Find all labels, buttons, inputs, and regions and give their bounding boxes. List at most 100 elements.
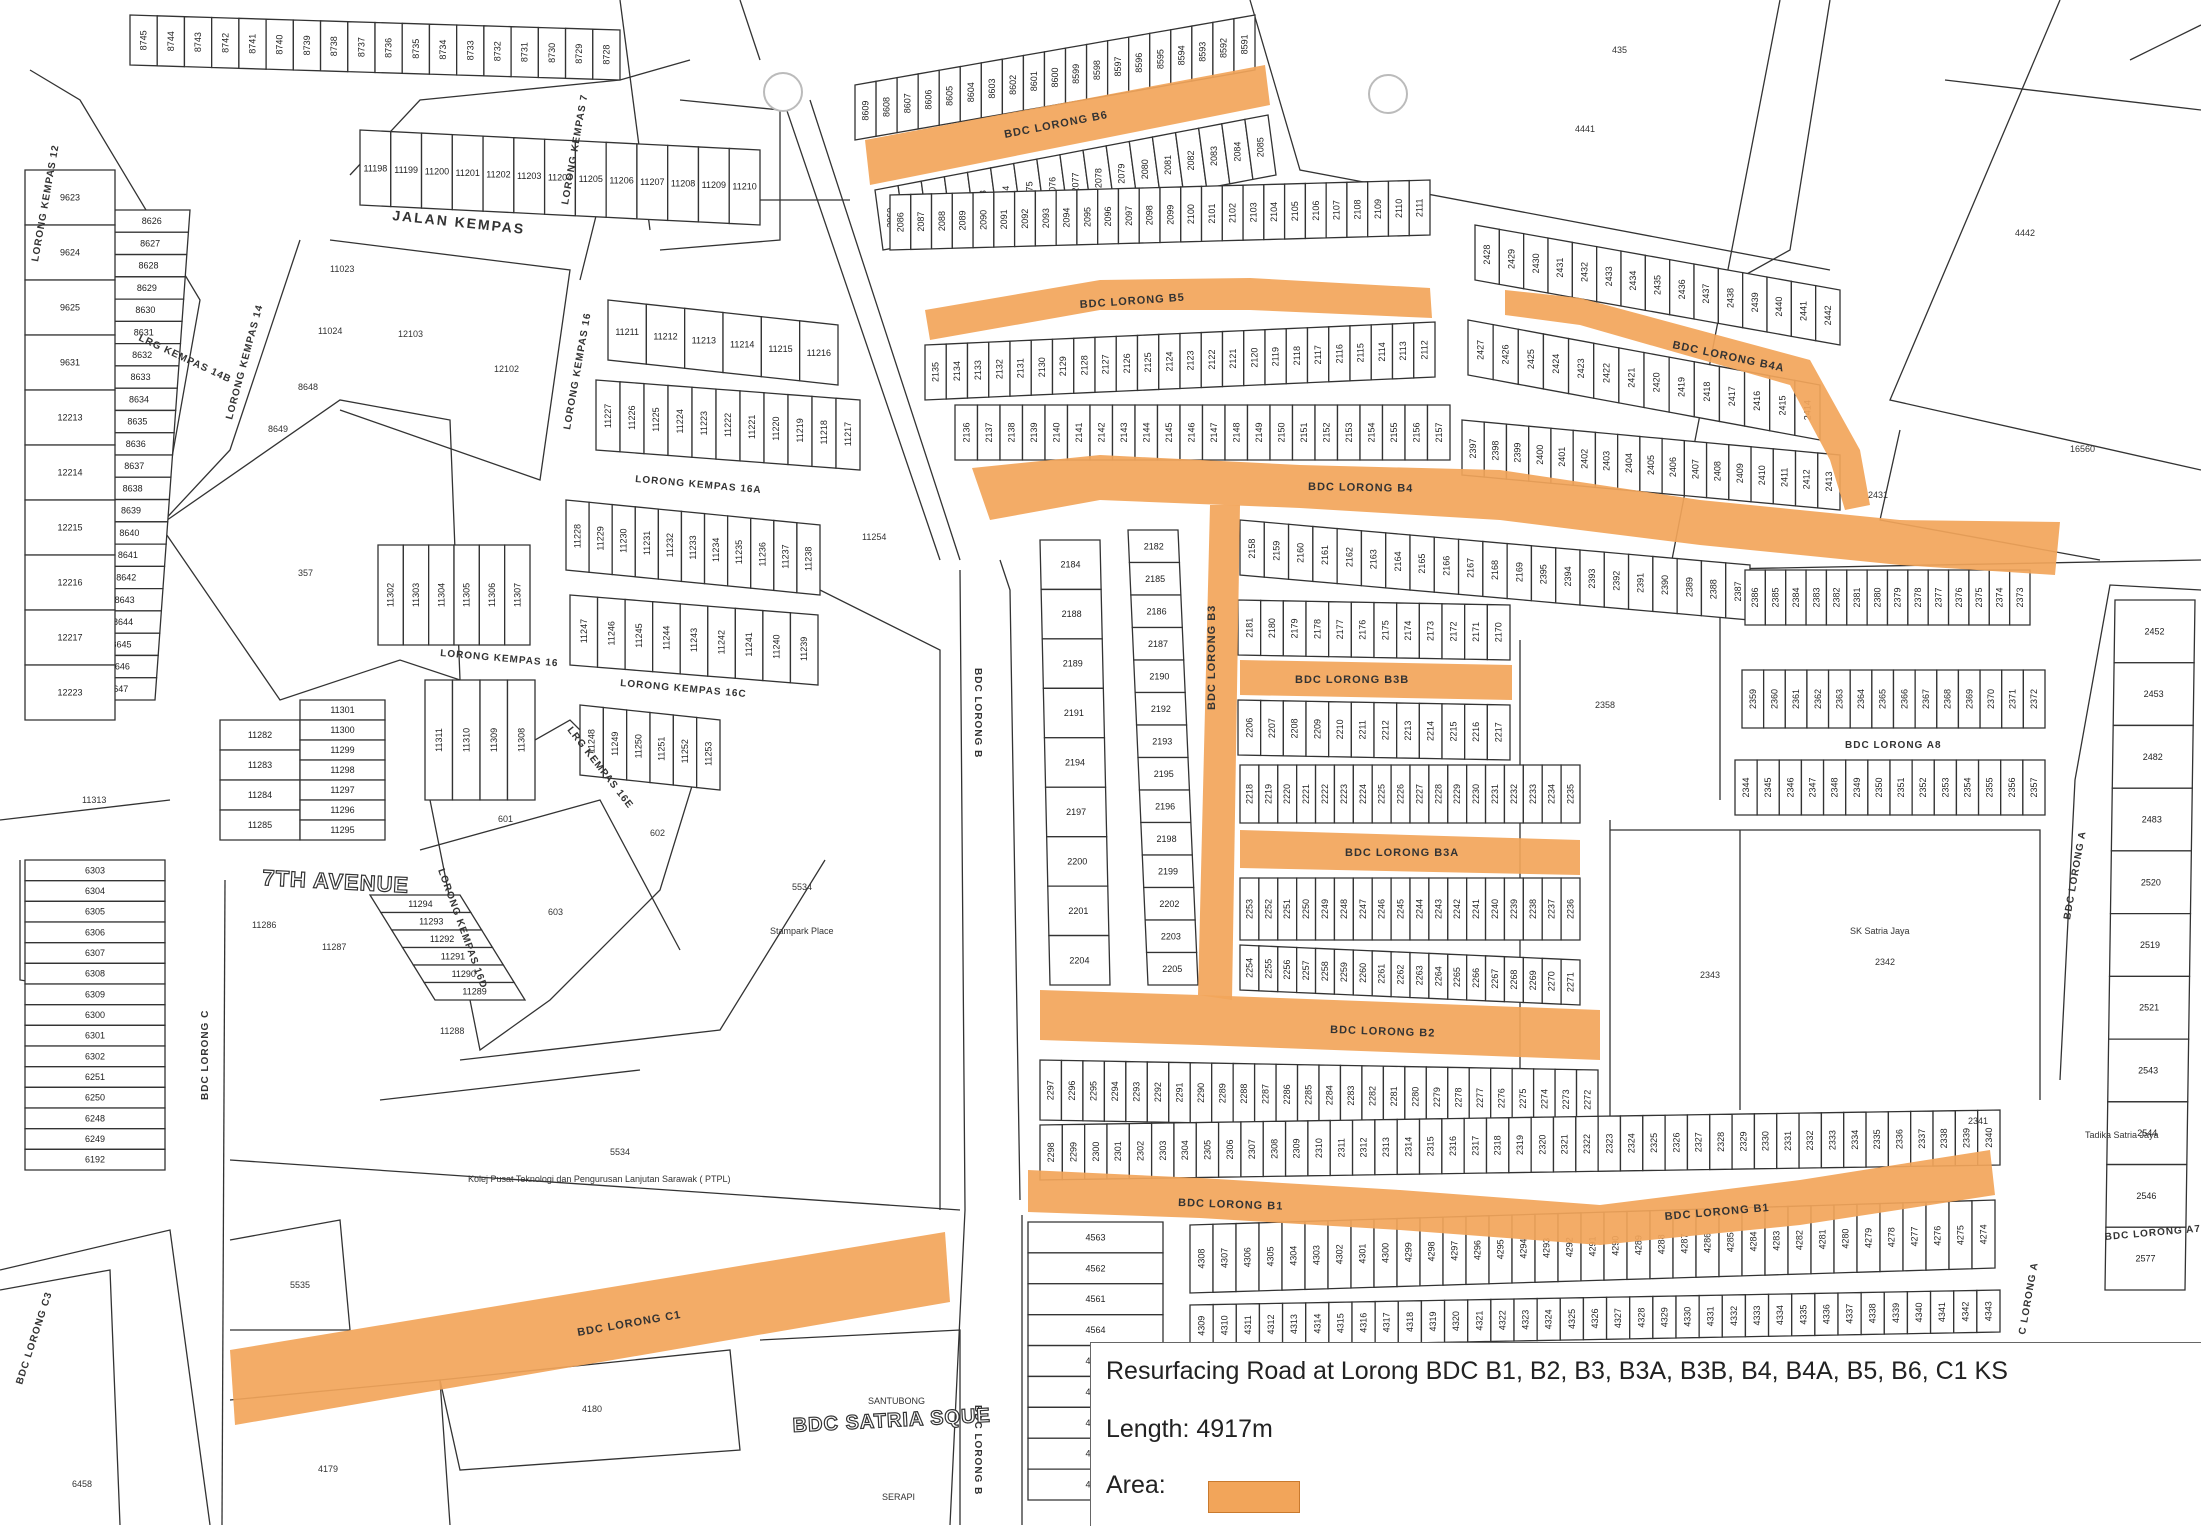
parcel-11024: 11024 [318,326,342,336]
lot-number: 2201 [1068,906,1088,916]
road-b3 [1198,505,1240,1000]
lot-number: 11285 [248,820,272,830]
lot-number: 11231 [642,531,652,555]
lot-number: 2218 [1244,784,1254,804]
lot-number: 2519 [2140,940,2160,950]
lot-number: 2322 [1582,1134,1592,1154]
lot-number: 8744 [166,31,176,51]
lot-number: 2423 [1576,358,1586,378]
lot-number: 2436 [1677,279,1687,299]
lot-number: 2427 [1476,340,1486,360]
lot-number: 2379 [1893,587,1903,607]
lot-number: 2362 [1813,689,1823,709]
lot-number: 2348 [1830,777,1840,797]
parcel-5535: 5535 [290,1280,310,1290]
lot-number: 2155 [1389,422,1399,442]
lot-number: 4340 [1914,1302,1924,1322]
lot-number: 2577 [2135,1254,2155,1264]
lot-number: 2173 [1426,621,1436,641]
lot-number: 11293 [419,916,443,926]
lot-number: 2206 [1244,718,1254,738]
lot-number: 2338 [1939,1128,1949,1148]
lot-number: 8743 [193,32,203,52]
lot-cell [789,612,819,686]
lot-number: 2437 [1701,284,1711,304]
lot-cell [1560,958,1581,1006]
lot-number: 4281 [1818,1229,1828,1249]
lot-number: 2283 [1346,1086,1356,1106]
lot-number: 2406 [1668,457,1678,477]
lot-number: 11235 [734,540,744,564]
lot-number: 2285 [1303,1085,1313,1105]
lot-number: 2203 [1161,931,1181,941]
parcel-8648: 8648 [298,382,318,392]
lot-number: 2161 [1320,545,1330,565]
lot-number: 8739 [302,35,312,55]
lot-number: 4314 [1312,1314,1322,1334]
lot-number: 2357 [2029,777,2039,797]
lot-number: 8608 [882,97,892,117]
lot-number: 11217 [843,422,853,446]
lot-number: 8637 [124,461,144,471]
lot-number: 2521 [2139,1003,2159,1013]
lot-number: 2179 [1290,619,1300,639]
lot-number: 2227 [1414,784,1424,804]
street-label-bdc-lorong-b: BDC LORONG B [972,668,983,758]
lot-number: 11208 [671,179,695,189]
parcel-4442: 4442 [2015,228,2035,238]
lot-number: 8599 [1071,64,1081,84]
lot-number: 4303 [1312,1245,1322,1265]
lot-number: 4290 [1611,1236,1621,1256]
lot-number: 4322 [1497,1310,1507,1330]
lot-cell [1408,179,1431,237]
lot-number: 2377 [1933,587,1943,607]
lot-number: 2120 [1249,348,1259,368]
lot-number: 8594 [1176,45,1186,65]
lot-number: 2092 [1020,209,1030,229]
lot-number: 11299 [330,745,354,755]
lot-number: 11251 [657,737,667,761]
lot-number: 4289 [1634,1235,1644,1255]
lot-number: 4318 [1405,1312,1415,1332]
lot-number: 11241 [744,632,754,656]
lot-number: 4332 [1729,1306,1739,1326]
lot-number: 2104 [1269,202,1279,222]
lot-number: 2159 [1271,541,1281,561]
lot-number: 2195 [1154,769,1174,779]
lot-number: 2128 [1079,355,1089,375]
lot-number: 2200 [1067,856,1087,866]
lot-number: 8635 [127,417,147,427]
lot-number: 2356 [2007,777,2017,797]
lot-number: 2144 [1141,422,1151,442]
road-label-b4: BDC LORONG B4 [1308,481,1413,495]
lot-number: 2154 [1366,422,1376,442]
lot-number: 2393 [1587,569,1597,589]
lot-number: 2254 [1244,958,1254,978]
lot-number: 2130 [1037,357,1047,377]
lot-number: 11198 [364,163,388,173]
parcel-357: 357 [298,568,313,578]
lot-number: 8736 [384,38,394,58]
lot-number: 11205 [579,174,603,184]
lot-number: 2333 [1828,1130,1838,1150]
lot-number: 2279 [1432,1087,1442,1107]
lot-number: 2316 [1448,1136,1458,1156]
lot-number: 2184 [1061,560,1081,570]
place-label-stampark: Stampark Place [770,926,834,936]
road-label-b3a: BDC LORONG B3A [1345,847,1459,859]
lot-number: 2105 [1290,201,1300,221]
lot-number: 11214 [730,340,754,350]
lot-number: 4280 [1841,1229,1851,1249]
lot-number: 2231 [1490,784,1500,804]
lot-number: 2086 [895,212,905,232]
lot-number: 2156 [1411,422,1421,442]
lot-number: 2346 [1785,777,1795,797]
lot-number: 2262 [1396,965,1406,985]
lot-number: 8730 [547,43,557,63]
lot-number: 11250 [633,734,643,758]
lot-number: 2412 [1802,469,1812,489]
